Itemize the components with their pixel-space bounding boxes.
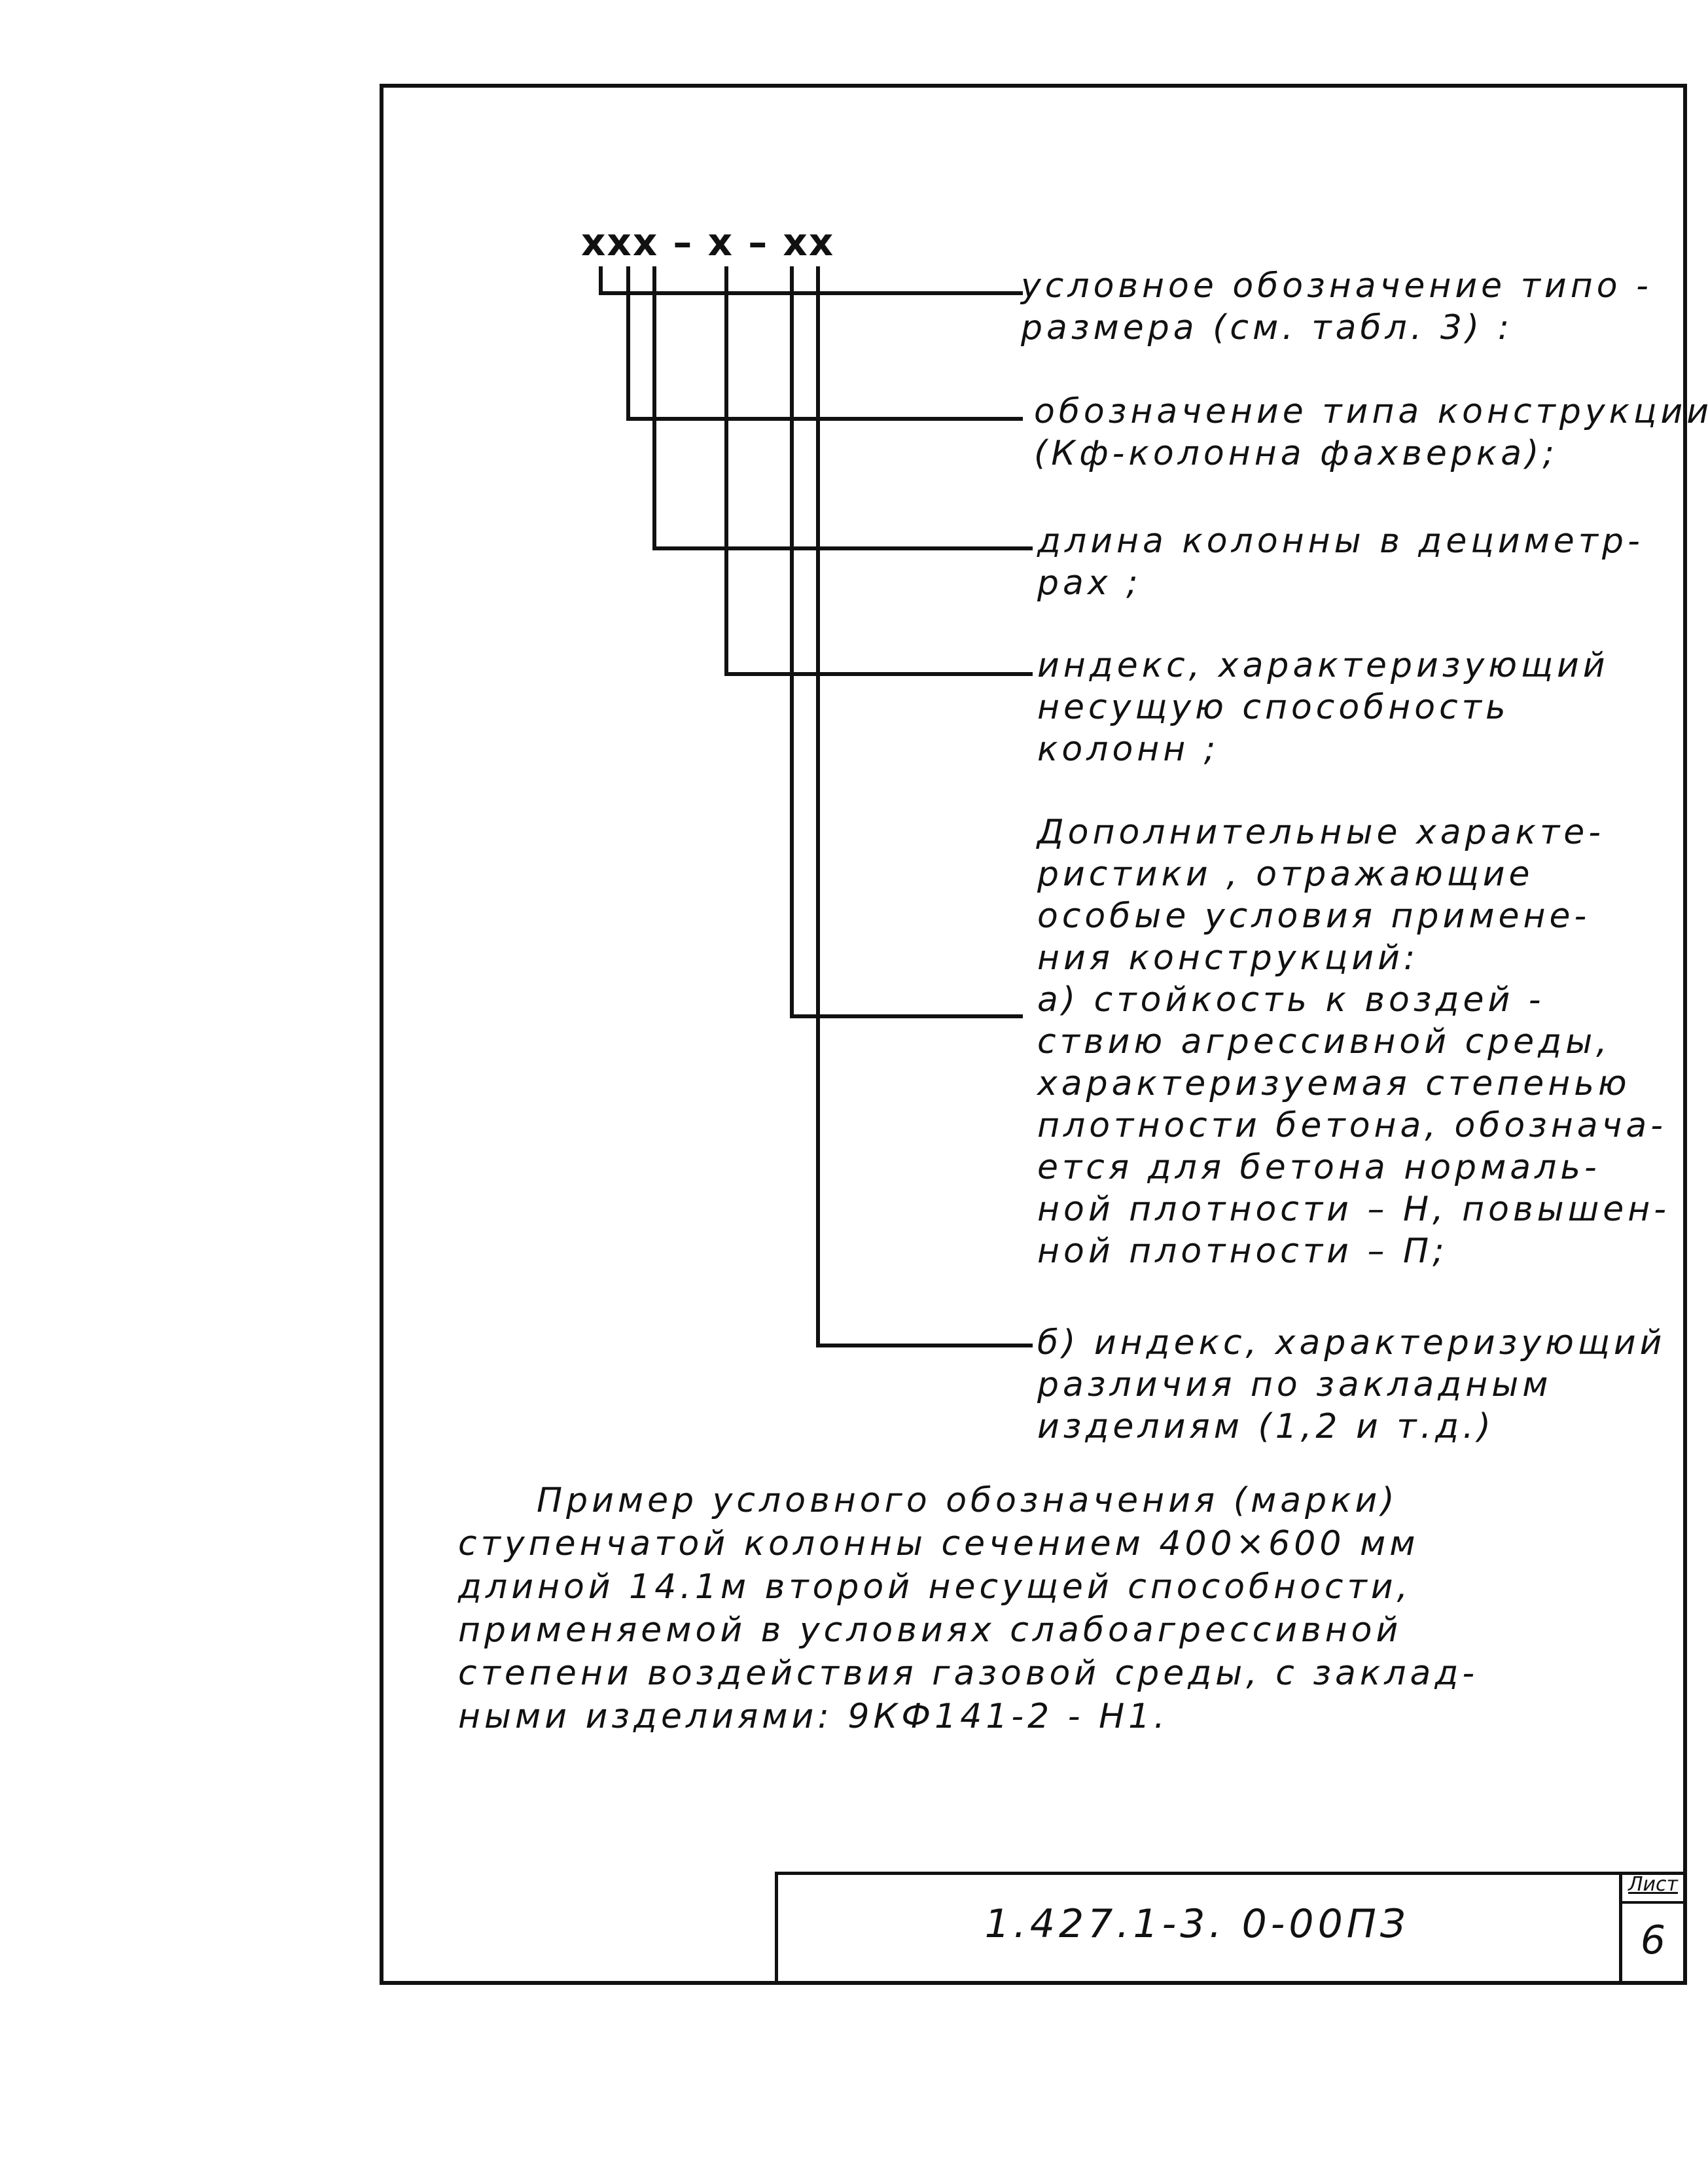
description-line: индекс, характеризующий: [1037, 646, 1609, 685]
sheet-number-box: [1619, 1872, 1683, 1981]
title-block: [775, 1872, 1683, 1981]
description-typesize: условное обозначение типо - размера (см.…: [1021, 265, 1652, 349]
description-construction-type: обозначение типа конструкции (Кф-колонна…: [1034, 391, 1708, 474]
example-paragraph: Пример условного обозначения (марки) сту…: [458, 1479, 1478, 1738]
description-line: б) индекс, характеризующий: [1037, 1323, 1666, 1363]
description-line: условное обозначение типо -: [1021, 266, 1652, 306]
description-line: изделиям (1,2 и т.д.): [1037, 1407, 1495, 1446]
description-line: ется для бетона нормаль-: [1037, 1148, 1601, 1187]
code-pattern: ххх – х – хх: [581, 220, 835, 264]
description-length: длина колонны в дециметр- рах ;: [1037, 520, 1644, 604]
description-line: ствию агрессивной среды,: [1037, 1022, 1611, 1061]
description-line: а) стойкость к воздей -: [1037, 980, 1545, 1020]
example-line: Пример условного обозначения (марки): [537, 1481, 1398, 1520]
sheet-divider: [1619, 1901, 1683, 1904]
description-line: длина колонны в дециметр-: [1037, 522, 1644, 561]
description-line: плотности бетона, обознача-: [1037, 1106, 1667, 1145]
description-line: ристики , отражающие: [1037, 855, 1534, 894]
description-line: размера (см. табл. 3) :: [1021, 308, 1514, 347]
description-line: характеризуемая степенью: [1037, 1064, 1631, 1103]
description-line: колонн ;: [1037, 730, 1220, 769]
example-line: ступенчатой колонны сечением 400×600 мм: [458, 1524, 1419, 1563]
description-line: Дополнительные характе-: [1037, 813, 1605, 852]
description-line: (Кф-колонна фахверка);: [1034, 434, 1558, 473]
description-line: особые условия примене-: [1037, 897, 1591, 936]
description-line: ной плотности – П;: [1037, 1232, 1448, 1271]
description-capacity-index: индекс, характеризующий несущую способно…: [1037, 645, 1609, 770]
description-line: обозначение типа конструкции: [1034, 392, 1708, 431]
example-line: степени воздействия газовой среды, с зак…: [458, 1654, 1479, 1693]
description-embedded-parts: б) индекс, характеризующий различия по з…: [1037, 1322, 1665, 1448]
document-code: 1.427.1-3. 0-00ПЗ: [984, 1901, 1410, 1947]
example-line: применяемой в условиях слабоагрессивной: [458, 1611, 1402, 1650]
description-line: ной плотности – Н, повышен-: [1037, 1190, 1671, 1229]
sheet-number: 6: [1640, 1917, 1666, 1963]
sheet-label: Лист: [1628, 1873, 1679, 1896]
description-line: различия по закладным: [1037, 1365, 1552, 1404]
description-line: рах ;: [1037, 563, 1142, 603]
description-additional-characteristics: Дополнительные характе- ристики , отража…: [1037, 811, 1670, 1272]
description-line: ния конструкций:: [1037, 938, 1419, 978]
example-line: длиной 14.1м второй несущей способности,: [458, 1567, 1412, 1607]
example-line: ными изделиями: 9КФ141-2 - Н1.: [458, 1697, 1169, 1736]
description-line: несущую способность: [1037, 688, 1510, 727]
drawing-frame: [380, 84, 1687, 1985]
